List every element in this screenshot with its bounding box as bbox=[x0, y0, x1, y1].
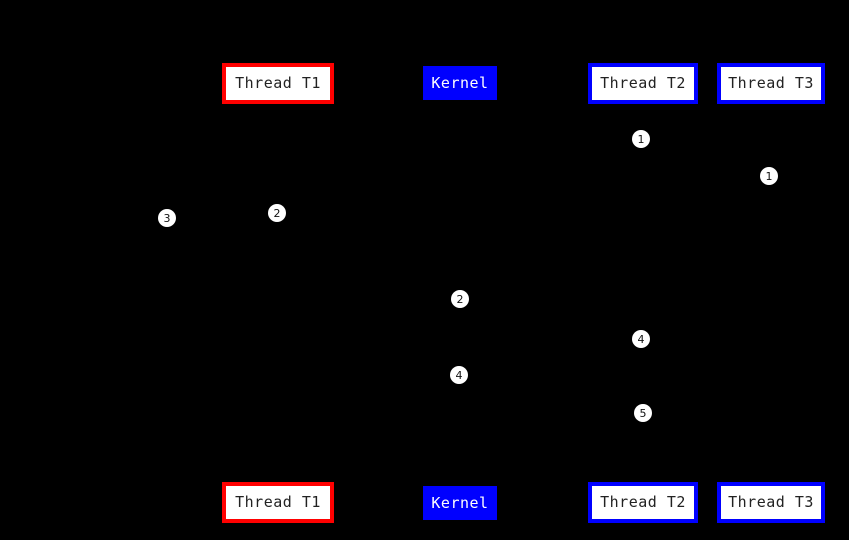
participant-label: Thread T2 bbox=[600, 493, 686, 511]
marker-t2-5: 5 bbox=[634, 404, 652, 422]
participant-t1-bottom[interactable]: Thread T1 bbox=[222, 482, 334, 523]
participant-t3-top[interactable]: Thread T3 bbox=[717, 63, 825, 104]
marker-kernel-2: 2 bbox=[451, 290, 469, 308]
marker-kernel-4: 4 bbox=[450, 366, 468, 384]
participant-t3-bottom[interactable]: Thread T3 bbox=[717, 482, 825, 523]
participant-kernel-top[interactable]: Kernel bbox=[423, 66, 497, 100]
participant-t2-top[interactable]: Thread T2 bbox=[588, 63, 698, 104]
marker-t2-4: 4 bbox=[632, 330, 650, 348]
participant-label: Thread T1 bbox=[235, 493, 321, 511]
marker-t3-1: 1 bbox=[760, 167, 778, 185]
marker-t2-1: 1 bbox=[632, 130, 650, 148]
marker-t1-2: 2 bbox=[268, 204, 286, 222]
participant-t1-top[interactable]: Thread T1 bbox=[222, 63, 334, 104]
participant-t2-bottom[interactable]: Thread T2 bbox=[588, 482, 698, 523]
participant-label: Kernel bbox=[431, 73, 489, 92]
participant-kernel-bottom[interactable]: Kernel bbox=[423, 486, 497, 520]
participant-label: Kernel bbox=[431, 493, 489, 512]
participant-label: Thread T1 bbox=[235, 74, 321, 92]
lifeline-t2 bbox=[643, 104, 644, 482]
lifeline-t1 bbox=[278, 104, 279, 482]
lifeline-t3 bbox=[771, 104, 772, 482]
participant-label: Thread T2 bbox=[600, 74, 686, 92]
marker-t1-3: 3 bbox=[158, 209, 176, 227]
participant-label: Thread T3 bbox=[728, 74, 814, 92]
participant-label: Thread T3 bbox=[728, 493, 814, 511]
